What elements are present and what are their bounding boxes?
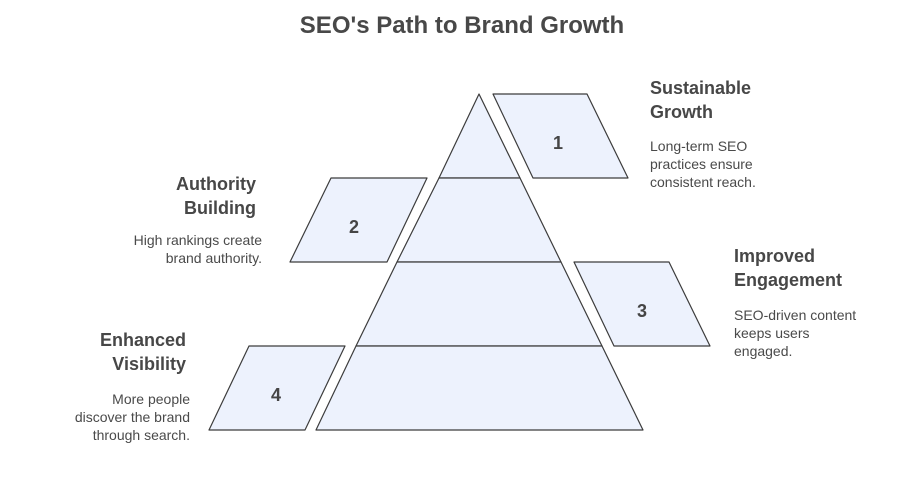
pyramid-tier-4 (315, 345, 644, 431)
step-tile-3 (573, 261, 711, 347)
step-1-heading: Sustainable Growth (650, 78, 752, 122)
step-4-description: More people discover the brand through s… (74, 391, 190, 443)
step-tile-4 (208, 345, 346, 431)
step-number-3: 3 (637, 301, 647, 321)
step-4-heading: Enhanced Visibility (99, 330, 186, 374)
step-2-heading: Authority Building (176, 174, 256, 218)
step-number-2: 2 (349, 217, 359, 237)
step-2-description: High rankings create brand authority. (133, 232, 262, 266)
page-title: SEO's Path to Brand Growth (299, 12, 625, 39)
step-3-description: SEO-driven content keeps users engaged. (734, 307, 857, 359)
step-1-description: Long-term SEO practices ensure consisten… (650, 138, 756, 190)
pyramid-tier-3 (355, 261, 603, 347)
step-number-4: 4 (271, 385, 281, 405)
step-tile-2 (289, 177, 428, 263)
step-number-1: 1 (553, 133, 563, 153)
step-tile-1 (492, 93, 629, 179)
step-3-heading: Improved Engagement (734, 246, 843, 290)
